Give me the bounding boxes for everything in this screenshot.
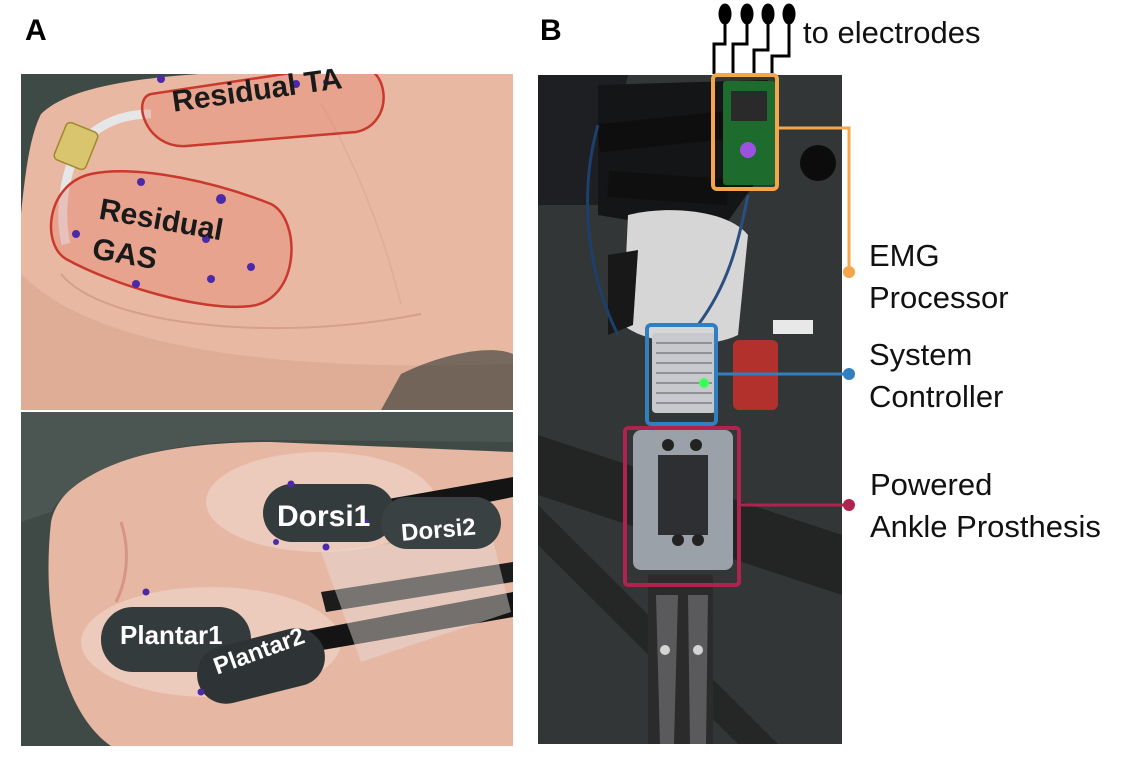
system-controller-box <box>645 323 718 426</box>
emg-label-line2: Processor <box>869 280 1009 315</box>
emg-processor-label: EMG Processor <box>869 235 1009 319</box>
residual-limb-photo-bottom <box>21 412 513 746</box>
ankle-prosthesis-box <box>623 426 741 587</box>
ankle-prosthesis-label: Powered Ankle Prosthesis <box>870 464 1101 548</box>
system-leader-dot <box>843 368 855 380</box>
ankle-leader-dot <box>843 499 855 511</box>
system-label-line2: Controller <box>869 379 1004 414</box>
dorsi1-label: Dorsi1 <box>277 500 371 533</box>
prosthesis-setup-photo <box>538 75 842 744</box>
panel-b-letter: B <box>540 14 562 47</box>
system-controller-label: System Controller <box>869 334 1003 418</box>
system-label-line1: System <box>869 337 973 372</box>
emg-leader-dot <box>843 266 855 278</box>
emg-label-line1: EMG <box>869 238 940 273</box>
to-electrodes-label: to electrodes <box>803 15 981 50</box>
electrode-symbols-icon <box>712 3 796 74</box>
ankle-label-line2: Ankle Prosthesis <box>870 509 1101 544</box>
plantar1-label: Plantar1 <box>120 620 223 650</box>
emg-processor-box <box>711 73 779 191</box>
residual-limb-photo-top <box>21 74 513 410</box>
ankle-label-line1: Powered <box>870 467 993 502</box>
panel-a-letter: A <box>25 14 47 47</box>
emg-leader-line <box>777 126 851 272</box>
